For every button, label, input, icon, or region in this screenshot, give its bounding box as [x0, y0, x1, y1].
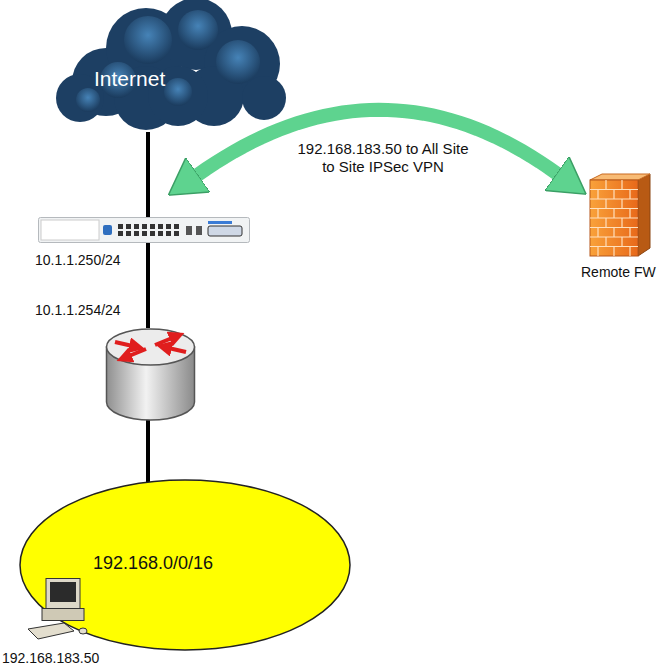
port [150, 224, 155, 229]
brick-joint [621, 237, 622, 247]
appliance-badge [208, 221, 232, 224]
port [158, 224, 163, 229]
internet-cloud: Internet [28, 0, 264, 134]
vpn-tunnel-arrow [197, 110, 557, 175]
wall-side [638, 174, 650, 256]
brick-joint [613, 228, 614, 238]
brick-joint [605, 218, 606, 228]
brick-joint [597, 228, 598, 238]
port [126, 224, 131, 229]
brick-joint [590, 198, 638, 199]
vpn-label: 192.168.183.50 to All Site to Site IPSec… [290, 140, 476, 176]
brick-joint [605, 237, 606, 247]
brick-joint [621, 180, 622, 190]
network-cable [146, 419, 150, 482]
device-label: Remote FW [581, 264, 656, 281]
brick-joint [629, 190, 630, 200]
router-shape [103, 328, 198, 421]
port [134, 224, 139, 229]
remote-firewall: Remote FW [575, 168, 665, 283]
brick-joint [629, 247, 630, 257]
cloud-highlight [76, 88, 100, 112]
monitor [46, 579, 80, 609]
cloud-highlight [216, 40, 260, 84]
brick-joint [621, 199, 622, 209]
brick-joint [605, 199, 606, 209]
port [186, 226, 192, 235]
cloud-body [242, 76, 286, 120]
cloud-highlight [124, 16, 172, 64]
network-cable [146, 241, 150, 328]
port [142, 231, 147, 236]
brick-joint [597, 247, 598, 257]
firewall-appliance-shape [38, 217, 250, 243]
router-arrow [115, 342, 137, 347]
host-computer-shape [28, 578, 92, 642]
wall-front [590, 180, 638, 256]
port [150, 231, 155, 236]
brick-joint [590, 236, 638, 237]
wall-top [590, 174, 650, 180]
appliance-case [39, 218, 250, 243]
serial-port [208, 226, 242, 236]
port [166, 231, 171, 236]
brick-joint [597, 209, 598, 219]
host-address: 192.168.183.50 [2, 650, 99, 667]
keyboard [28, 623, 74, 639]
router: 10.1.1.254/24 [28, 300, 198, 425]
network-ellipse [20, 480, 350, 650]
router-arrow [164, 347, 186, 352]
brick-joint [613, 247, 614, 257]
port [174, 231, 179, 236]
port [118, 224, 123, 229]
router-arrow [124, 349, 146, 358]
brick-joint [590, 217, 638, 218]
port [134, 231, 139, 236]
port [126, 231, 131, 236]
router-arrow [155, 336, 177, 345]
mouse [79, 628, 87, 634]
appliance-panel [41, 220, 99, 240]
firewall-appliance: 10.1.1.250/24 [30, 212, 255, 274]
network-cable [146, 132, 150, 217]
brick-joint [613, 209, 614, 219]
brick-joint [605, 180, 606, 190]
brick-joint [621, 218, 622, 228]
pc-case [42, 609, 84, 621]
cloud-outline [242, 76, 286, 120]
cloud-highlight [164, 78, 192, 106]
router-top [107, 329, 195, 365]
port [166, 224, 171, 229]
screen [50, 582, 76, 602]
brick-joint [613, 190, 614, 200]
brick-joint [629, 228, 630, 238]
network-address: 192.168.0/0/16 [93, 553, 213, 575]
interface-address: 10.1.1.250/24 [35, 252, 121, 269]
brick-joint [629, 209, 630, 219]
port [142, 224, 147, 229]
appliance-logo [103, 225, 112, 235]
port [118, 231, 123, 236]
cloud-label: Internet [94, 66, 165, 91]
host-computer: 192.168.183.50 [0, 576, 120, 670]
remote-firewall-shape [590, 172, 652, 258]
port [174, 224, 179, 229]
port [196, 226, 202, 235]
interface-address: 10.1.1.254/24 [35, 302, 121, 319]
brick-joint [597, 190, 598, 200]
port [158, 231, 163, 236]
cloud-highlight [178, 10, 218, 50]
